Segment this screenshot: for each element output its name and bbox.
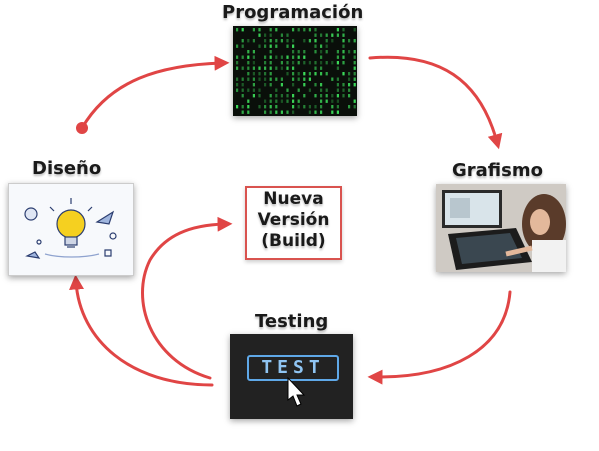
label-testing: Testing [255,311,329,332]
build-line-1: Nueva [263,189,324,209]
arrow-programacion-to-grafismo [368,55,503,150]
build-box: Nueva Versión (Build) [245,186,342,260]
lightbulb-idea-illustration [8,183,134,276]
arrow-diseno-to-programacion [80,55,230,130]
designer-tablet-photo [436,184,566,272]
test-button-graphic [230,334,353,419]
arrow-grafismo-to-testing [367,290,512,385]
arrow-testing-to-build [141,216,233,380]
build-line-3: (Build) [261,231,326,251]
label-grafismo: Grafismo [452,160,543,181]
matrix-code-pattern [236,28,356,114]
matrix-code-image [233,26,357,116]
build-line-2: Versión [257,210,330,230]
designer-photo-scene [436,184,566,272]
label-diseno: Diseño [32,158,102,179]
pointer-hand-icon [287,376,306,407]
label-programacion: Programación [222,2,364,23]
arrow-testing-to-diseno [69,274,214,387]
arrow-start-dot [76,122,88,134]
test-button-image: TEST [230,334,353,419]
lightbulb-icon [24,198,117,259]
test-button-label: TEST [261,357,325,378]
